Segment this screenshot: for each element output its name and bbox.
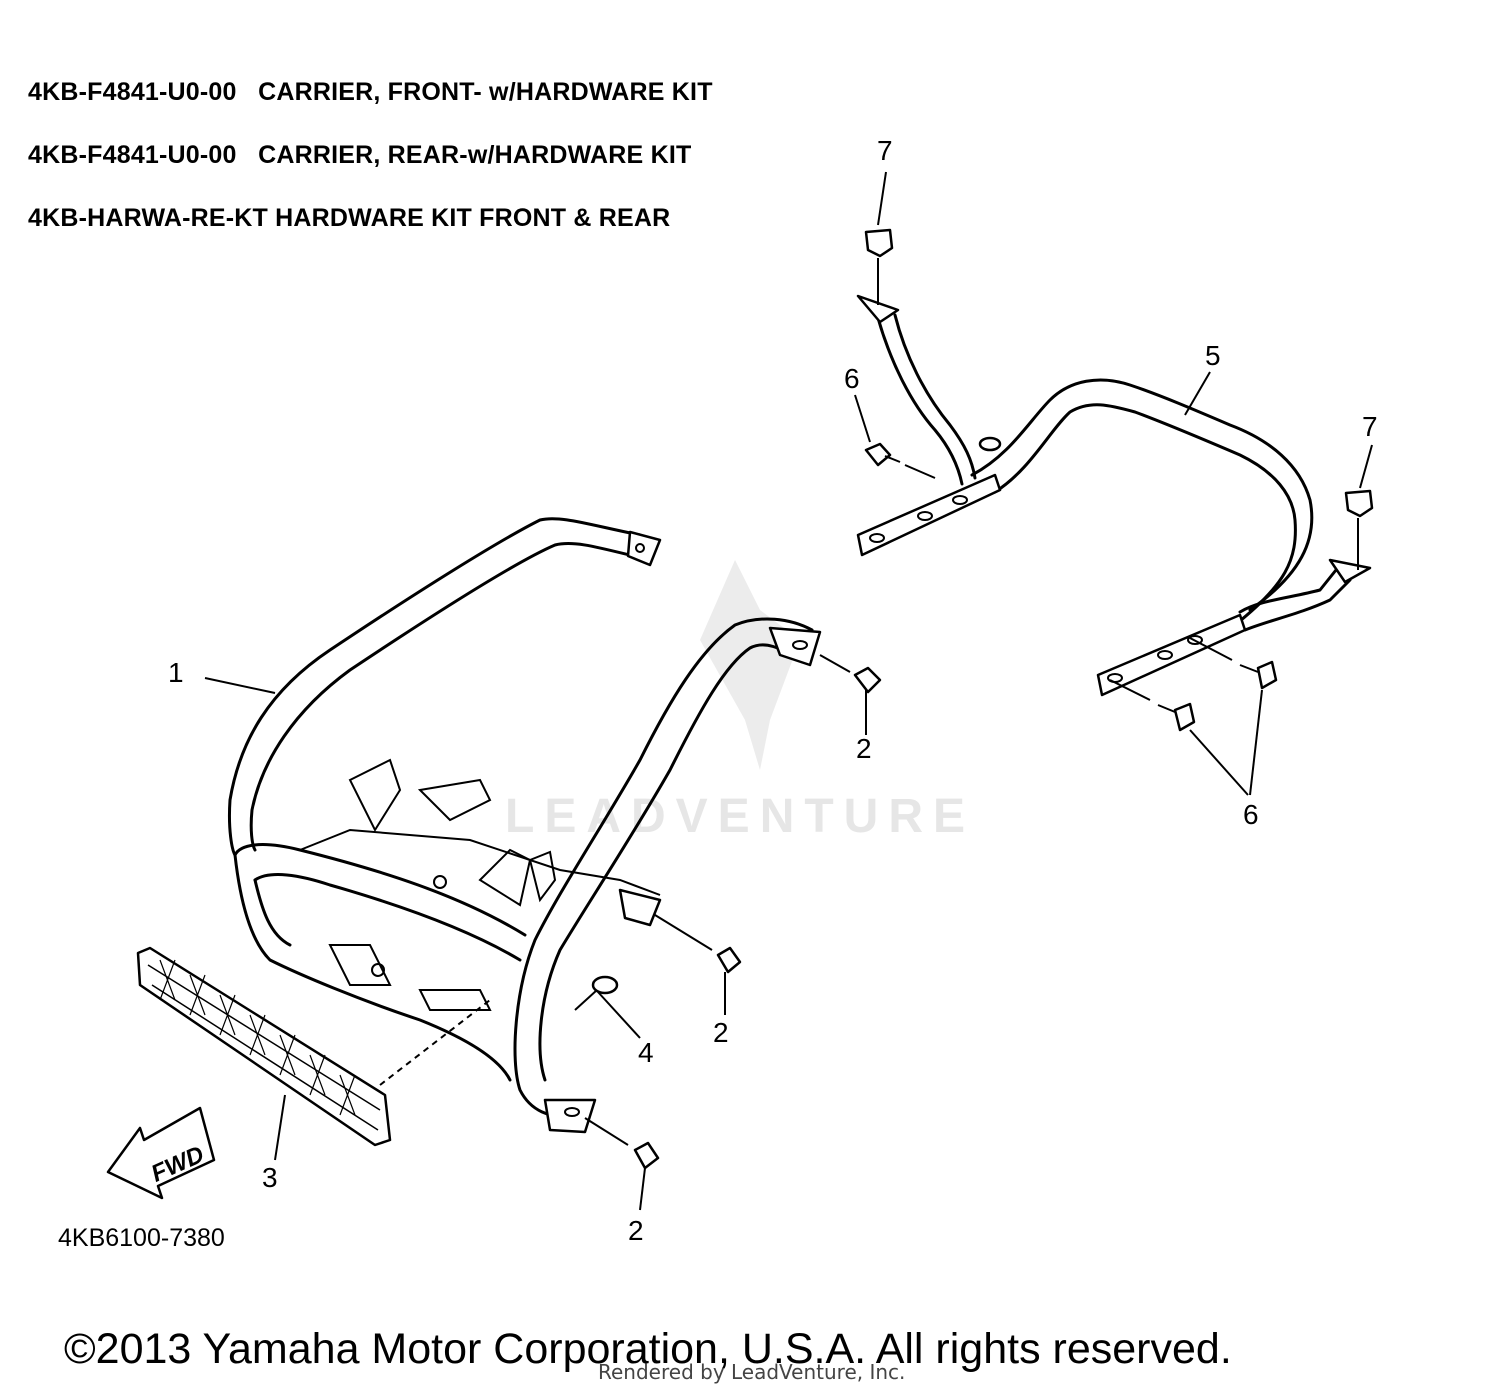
rendered-by-credit: Rendered by LeadVenture, Inc. [598,1360,906,1384]
header-line-hardware-kit: 4KB-HARWA-RE-KT HARDWARE KIT FRONT & REA… [28,204,671,232]
washer [574,975,619,1011]
callout-7-left: 7 [877,135,893,166]
callout-2-top-right: 2 [856,733,872,764]
bolt-rear-right-upper [1189,637,1278,690]
rubber-cap-left [864,228,894,305]
callout-6-rear-right: 6 [1243,799,1259,830]
rubber-cap-right [1344,489,1374,570]
front-grille [136,946,491,1147]
bolt-front-top-right [819,654,882,694]
callout-3: 3 [262,1162,278,1193]
callout-5: 5 [1205,340,1221,371]
bolt-rear-left [864,442,936,479]
callout-2-bottom: 2 [628,1215,644,1246]
bolt-front-bottom [584,1117,660,1170]
forward-direction-arrow: FWD [106,1106,216,1200]
leadventure-watermark: LEADVENTURE [505,560,975,843]
callout-2-mid: 2 [713,1017,729,1048]
callout-4: 4 [638,1037,654,1068]
rear-carrier [856,294,1372,697]
bolt-rear-right-lower [1109,679,1196,732]
watermark-text: LEADVENTURE [505,790,975,843]
header-line-rear-carrier: 4KB-F4841-U0-00 CARRIER, REAR-w/HARDWARE… [28,141,692,169]
header-line-front-carrier: 4KB-F4841-U0-00 CARRIER, FRONT- w/HARDWA… [28,78,713,106]
copyright-notice: ©2013 Yamaha Motor Corporation, U.S.A. A… [64,1325,1232,1373]
callout-leaders [204,171,1373,1211]
callout-6-rear-left: 6 [844,363,860,394]
callout-1: 1 [168,657,184,688]
callout-7-right: 7 [1362,411,1378,442]
drawing-number: 4KB6100-7380 [58,1224,225,1252]
front-carrier [228,517,822,1134]
bolt-front-mid [654,914,742,974]
callout-labels: 1 2 2 2 3 4 5 6 6 7 7 [168,135,1378,1246]
